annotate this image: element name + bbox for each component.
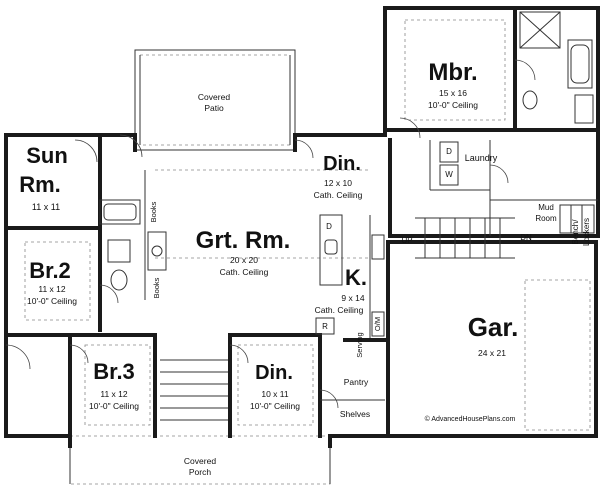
covered-patio-label-1: Covered bbox=[198, 92, 230, 102]
shelves-label: Shelves bbox=[340, 409, 370, 419]
oven-microwave-label: O/M bbox=[373, 317, 382, 331]
room-ceiling: 10'-0" Ceiling bbox=[428, 100, 478, 110]
room-garage: Gar. 24 x 21 bbox=[468, 312, 519, 358]
books-label-top: Books bbox=[149, 201, 158, 222]
dryer-label: D bbox=[446, 147, 452, 156]
mud-room-label-2: Room bbox=[535, 214, 557, 223]
room-dims: 11 x 11 bbox=[32, 202, 60, 212]
covered-porch-label-2: Porch bbox=[189, 467, 211, 477]
room-name: Mbr. bbox=[428, 59, 477, 86]
room-dims: 10 x 11 bbox=[261, 389, 289, 399]
room-ceiling: Cath. Ceiling bbox=[315, 305, 364, 315]
copyright-label: © AdvancedHousePlans.com bbox=[425, 415, 516, 423]
stairs-up-label: UP bbox=[401, 236, 412, 245]
laundry-label: Laundry bbox=[465, 153, 498, 163]
room-name: Rm. bbox=[19, 172, 61, 197]
room-name: Sun bbox=[26, 143, 68, 168]
exterior-walls bbox=[4, 6, 600, 448]
room-name: Grt. Rm. bbox=[196, 227, 291, 254]
room-sun: Sun Rm. 11 x 11 bbox=[19, 143, 68, 212]
room-name: Din. bbox=[255, 362, 293, 384]
room-great: Grt. Rm. 20 x 20 Cath. Ceiling bbox=[196, 227, 291, 277]
serving-label: Serving bbox=[355, 332, 364, 357]
room-name: Br.2 bbox=[29, 258, 71, 283]
washer-label: W bbox=[445, 170, 453, 179]
room-name: K. bbox=[345, 265, 367, 290]
bench-label-2: Lockers bbox=[582, 218, 591, 246]
room-name: Br.3 bbox=[93, 359, 135, 384]
room-dims: 12 x 10 bbox=[324, 178, 352, 188]
room-dims: 20 x 20 bbox=[230, 255, 258, 265]
room-ceiling: Cath. Ceiling bbox=[220, 267, 269, 277]
mud-room-label-1: Mud bbox=[538, 203, 554, 212]
room-dims: 11 x 12 bbox=[100, 389, 128, 399]
room-br3: Br.3 11 x 12 10'-0" Ceiling bbox=[89, 359, 139, 411]
door-swings bbox=[5, 59, 536, 409]
room-ceiling: Cath. Ceiling bbox=[314, 190, 363, 200]
covered-patio bbox=[134, 49, 296, 151]
room-name: Din. bbox=[323, 153, 361, 175]
stairs-down-label: DN bbox=[520, 233, 532, 242]
dishwasher-label: D bbox=[326, 222, 332, 231]
room-br2: Br.2 11 x 12 10'-0" Ceiling bbox=[27, 258, 77, 306]
room-dims: 11 x 12 bbox=[38, 284, 66, 294]
room-dims: 24 x 21 bbox=[478, 348, 506, 358]
covered-porch-label-1: Covered bbox=[184, 456, 216, 466]
room-kitchen: K. 9 x 14 Cath. Ceiling bbox=[315, 265, 367, 315]
room-dining-bottom: Din. 10 x 11 10'-0" Ceiling bbox=[250, 362, 300, 411]
room-master: Mbr. 15 x 16 10'-0" Ceiling bbox=[428, 59, 478, 110]
refrigerator-label: R bbox=[322, 322, 328, 331]
books-label-bottom: Books bbox=[152, 277, 161, 298]
room-dining-top: Din. 12 x 10 Cath. Ceiling bbox=[314, 153, 363, 200]
room-ceiling: 10'-0" Ceiling bbox=[250, 401, 300, 411]
room-ceiling: 10'-0" Ceiling bbox=[89, 401, 139, 411]
ceiling-lines bbox=[24, 19, 591, 431]
room-name: Gar. bbox=[468, 312, 519, 342]
bath-fixtures bbox=[99, 11, 595, 337]
room-ceiling: 10'-0" Ceiling bbox=[27, 296, 77, 306]
covered-patio-label-2: Patio bbox=[204, 103, 224, 113]
bench-label-1: Bench/ bbox=[571, 219, 580, 245]
pantry-label: Pantry bbox=[344, 377, 369, 387]
room-dims: 15 x 16 bbox=[439, 88, 467, 98]
room-dims: 9 x 14 bbox=[341, 293, 364, 303]
